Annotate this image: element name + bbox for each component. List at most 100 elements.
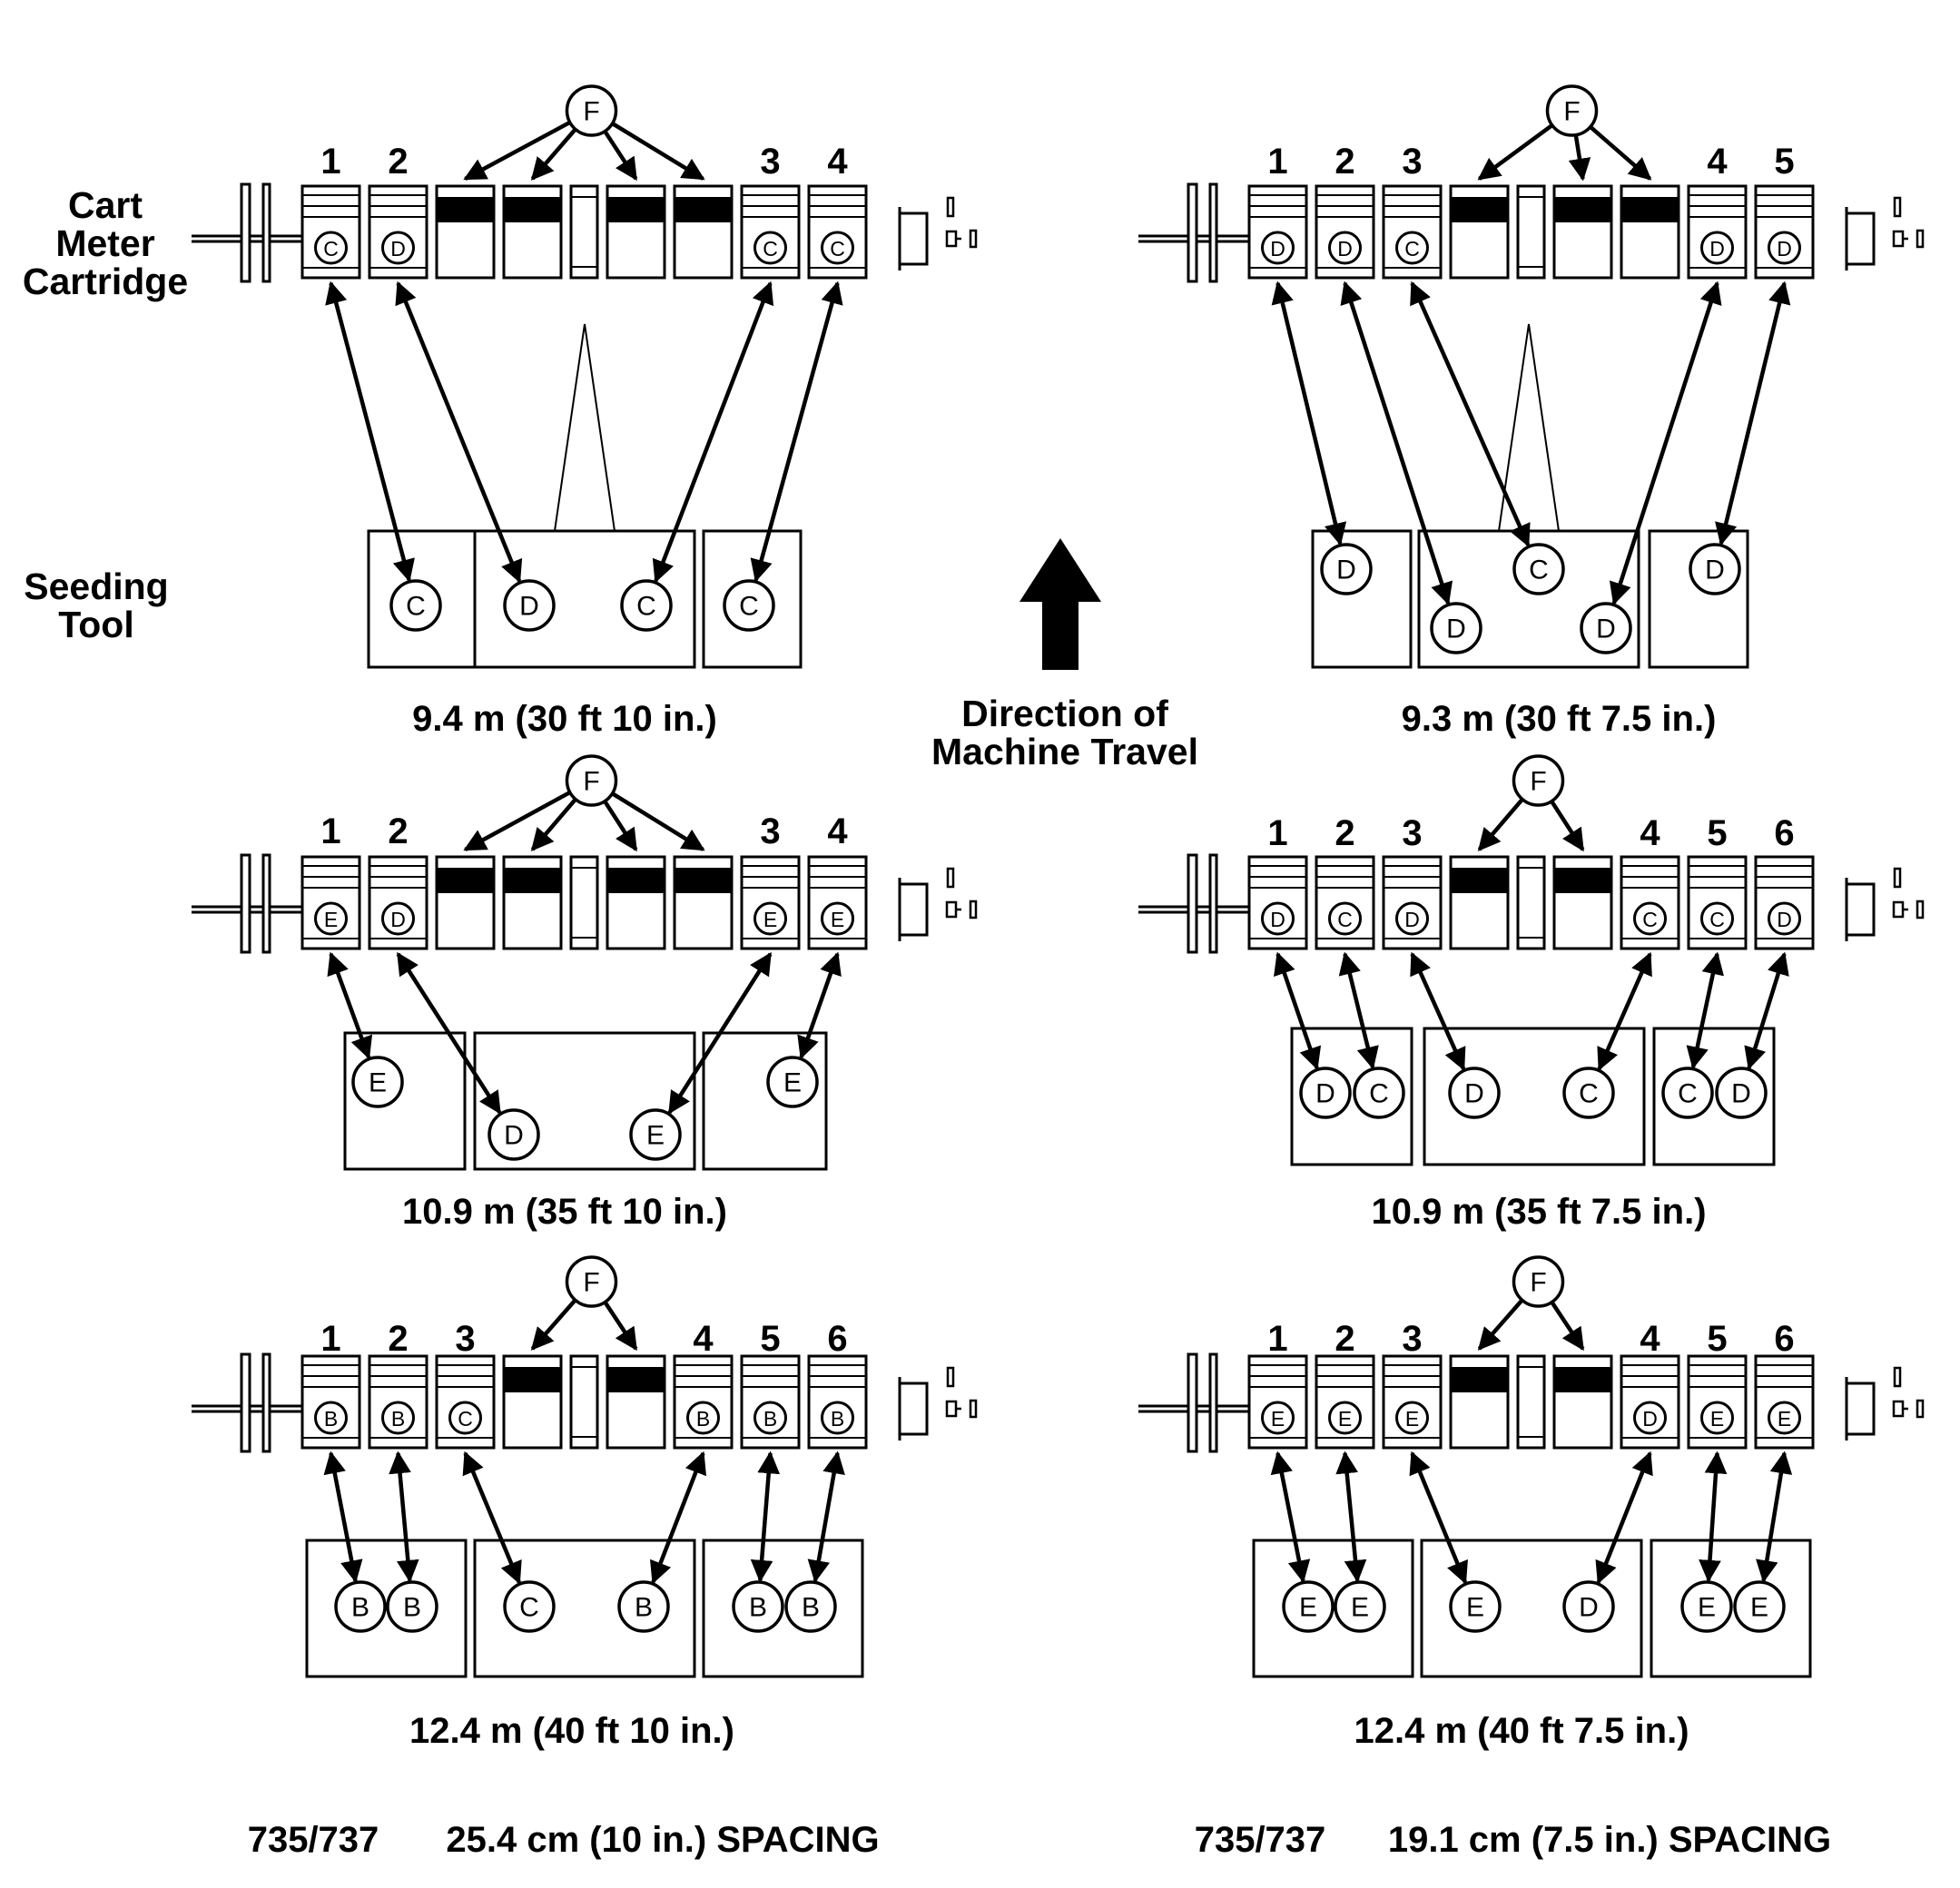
footer-left-spacing: 25.4 cm (10 in.) SPACING (446, 1820, 879, 1860)
meter-letter-circle (381, 901, 415, 936)
shaft-plate (1208, 853, 1218, 954)
meter-number: 6 (827, 1319, 847, 1359)
direction-arrow-icon (1019, 538, 1101, 670)
f-pointer-arrow (1551, 1302, 1585, 1352)
meter-letter-circle (1395, 901, 1429, 936)
meter-letter: C (323, 237, 339, 261)
blank-cartridge-band (675, 868, 732, 893)
blank-cartridge-band (675, 197, 732, 222)
meter-number: 4 (1640, 813, 1660, 853)
sensor-icon (969, 1399, 978, 1419)
seeding-tool-label-line2: Tool (58, 604, 133, 645)
tool-run-letter: D (1705, 556, 1725, 585)
meter-letter: D (1270, 908, 1285, 931)
distribution-arrow (807, 1450, 845, 1583)
panel-caption: 12.4 m (40 ft 7.5 in.) (1354, 1711, 1689, 1751)
f-pointer-arrow (1477, 1299, 1523, 1351)
meter-letter: D (390, 908, 406, 931)
meter-number: 1 (320, 1319, 340, 1359)
distribution-arrow (1715, 280, 1791, 546)
meter-letter-circle (1633, 901, 1667, 936)
meter-letter: D (1404, 908, 1420, 931)
meter-letter-circle (314, 231, 348, 265)
blank-cartridge-band (607, 1367, 665, 1392)
sensor-icon (1893, 196, 1902, 218)
meter-letter-circle (1700, 901, 1734, 936)
meter-letter: E (324, 908, 338, 931)
tool-run-letter: B (403, 1593, 421, 1623)
distribution-arrow (1744, 951, 1789, 1070)
meter-letter-circle (1768, 1401, 1801, 1435)
blank-cartridge-band (504, 868, 561, 893)
seeding-tool-label-line1: Seeding (24, 565, 168, 607)
f-pointer-arrow (604, 1302, 638, 1352)
distribution-arrow (750, 1450, 781, 1583)
shaft-plate (1187, 1352, 1198, 1453)
shaft-plate (261, 182, 271, 283)
distribution-arrow (1699, 1450, 1728, 1583)
sensor-icon (969, 229, 978, 249)
tool-run-letter: E (1750, 1593, 1768, 1623)
meter-letter-circle (1261, 1401, 1295, 1435)
tool-run-letter: E (1466, 1593, 1484, 1623)
meter-number: 3 (455, 1319, 475, 1359)
meter-letter-circle (1395, 1401, 1429, 1435)
meter-number: 5 (1707, 1319, 1727, 1359)
footer-right-spacing: 19.1 cm (7.5 in.) SPACING (1388, 1820, 1831, 1860)
tool-run-letter: D (1731, 1079, 1751, 1109)
meter-number: 1 (1267, 1319, 1287, 1359)
sensor-icon (1916, 229, 1925, 249)
tool-run-circle (1562, 1580, 1615, 1633)
meter-number: 3 (1402, 142, 1422, 182)
meter-letter: C (1337, 908, 1353, 931)
f-pointer-arrow (463, 121, 570, 181)
meter-letter-circle (1700, 231, 1734, 265)
f-pointer-arrow (1590, 125, 1652, 181)
meter-number: 2 (388, 1319, 408, 1359)
panel-caption: 12.4 m (40 ft 10 in.) (409, 1711, 734, 1751)
meter-letter: E (831, 908, 844, 931)
drive-motor-icon (1845, 211, 1876, 266)
shaft-plate (261, 1352, 271, 1453)
meter-letter: B (696, 1407, 710, 1431)
meter-number: 4 (693, 1319, 714, 1359)
tool-run-circle (1353, 1067, 1405, 1119)
f-callout-label: F (1530, 1268, 1546, 1298)
meter-number: 6 (1774, 813, 1794, 853)
meter-number: 2 (388, 811, 408, 851)
f-callout-label: F (1530, 767, 1546, 797)
sensor-icon (1916, 1399, 1925, 1419)
f-pointer-arrow (603, 131, 638, 182)
shaft-plate (240, 1352, 251, 1453)
meter-letter: B (391, 1407, 405, 1431)
meter-number: 2 (1335, 1319, 1354, 1359)
meter-number: 3 (760, 811, 780, 851)
meter-letter-circle (1395, 231, 1429, 265)
shaft-plate (240, 853, 251, 954)
tool-run-circle (503, 1580, 556, 1633)
spacer-cell (1516, 1354, 1546, 1450)
meter-letter: E (1710, 1407, 1724, 1431)
meter-letter: B (831, 1407, 844, 1431)
sensor-icon (946, 1366, 955, 1388)
distribution-arrow (1271, 280, 1347, 546)
meter-letter: D (1270, 237, 1285, 261)
spacer-cell (1516, 184, 1546, 280)
tool-run-circle (617, 1580, 670, 1633)
meter-letter-circle (753, 231, 787, 265)
f-callout-circle (1512, 1255, 1565, 1308)
meter-letter-circle (753, 1401, 787, 1435)
cart-meter-label-line3: Cartridge (23, 261, 188, 302)
spacer-cell (569, 1354, 599, 1450)
meter-number: 4 (1707, 142, 1728, 182)
tool-run-letter: E (783, 1068, 802, 1098)
distribution-arrow (750, 280, 843, 583)
blank-cartridge-band (437, 197, 494, 222)
blank-cartridge-band (1451, 1367, 1508, 1392)
footer-right-model: 735/737 (1195, 1820, 1326, 1860)
tool-run-letter: B (635, 1593, 653, 1623)
meter-number: 4 (1640, 1319, 1660, 1359)
